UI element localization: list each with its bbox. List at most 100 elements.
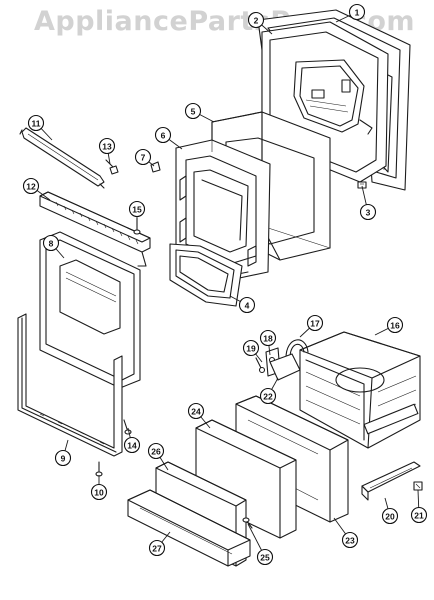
callout-17: 17 bbox=[299, 314, 324, 338]
callout-circle bbox=[238, 296, 256, 314]
callout-26: 26 bbox=[147, 442, 169, 471]
part-27-drawer-trim bbox=[127, 489, 251, 567]
callout-3: 3 bbox=[359, 185, 377, 221]
callout-circle bbox=[147, 442, 165, 460]
callout-16: 16 bbox=[374, 316, 404, 336]
part-21-clip bbox=[413, 481, 423, 491]
callout-number: 24 bbox=[191, 407, 201, 417]
callout-number: 6 bbox=[161, 131, 166, 141]
callout-number: 10 bbox=[94, 488, 104, 498]
callout-number: 2 bbox=[254, 16, 259, 26]
callout-11: 11 bbox=[27, 114, 53, 141]
callout-7: 7 bbox=[134, 148, 155, 167]
callout-13: 13 bbox=[98, 137, 116, 165]
callout-number: 20 bbox=[385, 512, 395, 522]
callout-number: 22 bbox=[263, 392, 273, 402]
callout-circle bbox=[247, 11, 265, 29]
callout-circle bbox=[54, 449, 72, 467]
callout-number: 9 bbox=[61, 454, 66, 464]
callout-4: 4 bbox=[229, 295, 256, 314]
callout-number: 4 bbox=[245, 301, 250, 311]
callout-number: 13 bbox=[102, 142, 112, 152]
callout-circle bbox=[154, 126, 172, 144]
callout-circle bbox=[341, 531, 359, 549]
callout-circle bbox=[148, 539, 166, 557]
callout-2: 2 bbox=[247, 11, 273, 35]
callout-number: 21 bbox=[414, 511, 424, 521]
callout-number: 12 bbox=[26, 182, 36, 192]
part-6-inner-door-panel bbox=[175, 139, 271, 281]
callout-circle bbox=[386, 316, 404, 334]
callout-number: 19 bbox=[246, 344, 256, 354]
callout-15: 15 bbox=[128, 200, 146, 226]
part-20-drawer-slide bbox=[361, 461, 421, 501]
callout-circle bbox=[348, 3, 366, 21]
callout-number: 7 bbox=[141, 153, 146, 163]
callout-6: 6 bbox=[154, 126, 183, 150]
callout-9: 9 bbox=[54, 439, 72, 467]
callout-circle bbox=[187, 402, 205, 420]
callout-number: 17 bbox=[310, 319, 320, 329]
callout-number: 1 bbox=[355, 8, 360, 18]
callout-number: 15 bbox=[132, 205, 142, 215]
callout-circle bbox=[134, 148, 152, 166]
callout-27: 27 bbox=[148, 531, 171, 557]
callout-25: 25 bbox=[247, 523, 274, 566]
callout-1: 1 bbox=[335, 3, 366, 23]
callout-circle bbox=[381, 507, 399, 525]
callout-circle bbox=[184, 102, 202, 120]
callout-number: 23 bbox=[345, 536, 355, 546]
callout-number: 14 bbox=[127, 441, 137, 451]
callout-12: 12 bbox=[22, 177, 51, 201]
callout-21: 21 bbox=[410, 489, 428, 524]
part-19-screw bbox=[255, 357, 266, 374]
callout-number: 11 bbox=[32, 119, 41, 129]
callout-19: 19 bbox=[242, 339, 263, 363]
part-10-screw bbox=[95, 461, 103, 477]
part-14-screw bbox=[123, 419, 132, 435]
part-13-screw bbox=[105, 159, 119, 175]
callout-24: 24 bbox=[187, 402, 211, 429]
callout-number: 16 bbox=[390, 321, 400, 331]
callout-circle bbox=[306, 314, 324, 332]
part-4-window-gasket bbox=[169, 243, 243, 307]
callout-number: 5 bbox=[191, 107, 196, 117]
callout-circle bbox=[242, 339, 260, 357]
callout-circle bbox=[90, 483, 108, 501]
callout-circle bbox=[259, 329, 277, 347]
callout-number: 18 bbox=[263, 334, 273, 344]
callout-circle bbox=[123, 436, 141, 454]
part-22-mounting-plate bbox=[269, 353, 301, 381]
callout-circle bbox=[128, 200, 146, 218]
callout-8: 8 bbox=[42, 234, 65, 259]
callout-circle bbox=[98, 137, 116, 155]
callout-number: 3 bbox=[366, 208, 371, 218]
part-7-bumper bbox=[150, 161, 161, 173]
part-9-door-frame-bottom bbox=[17, 313, 123, 457]
part-11-door-handle bbox=[19, 127, 105, 189]
callout-circle bbox=[42, 234, 60, 252]
callout-22: 22 bbox=[259, 377, 279, 405]
callout-circle bbox=[359, 203, 377, 221]
part-8-outer-door-glass bbox=[39, 231, 141, 389]
callout-10: 10 bbox=[90, 475, 108, 501]
callout-number: 25 bbox=[260, 553, 270, 563]
callout-number: 27 bbox=[152, 544, 162, 554]
callout-20: 20 bbox=[381, 497, 399, 525]
part-16-drawer-box bbox=[299, 331, 421, 449]
callout-circle bbox=[256, 548, 274, 566]
callout-circle bbox=[259, 387, 277, 405]
callout-5: 5 bbox=[184, 102, 215, 123]
callout-23: 23 bbox=[333, 517, 359, 549]
callout-18: 18 bbox=[259, 329, 277, 356]
callout-number: 8 bbox=[49, 239, 54, 249]
callout-circle bbox=[410, 506, 428, 524]
part-25-screw bbox=[242, 517, 253, 529]
callout-number: 26 bbox=[151, 447, 161, 457]
callout-14: 14 bbox=[123, 427, 141, 454]
callout-circle bbox=[22, 177, 40, 195]
callout-circle bbox=[27, 114, 45, 132]
